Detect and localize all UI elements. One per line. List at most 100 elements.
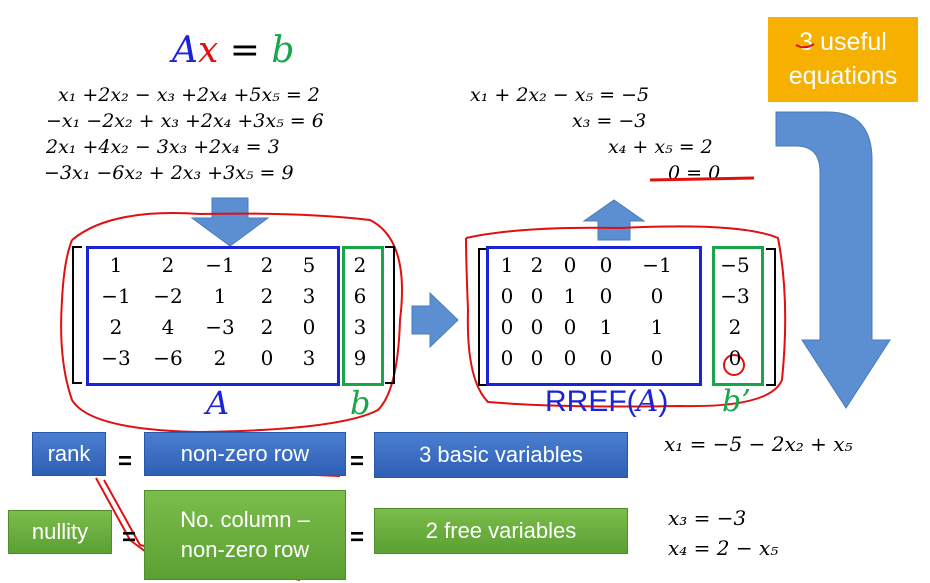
matrix-cell: −1	[642, 253, 672, 277]
matrix-cell: 1	[109, 253, 123, 277]
matrix-cell: 3	[302, 346, 316, 370]
matrix-A-row: −3 −6 2 0 3	[90, 343, 330, 374]
red-scribble-1	[95, 477, 151, 556]
matrix-cell: 2	[260, 315, 274, 339]
matrix-cell: 2	[213, 346, 227, 370]
matrix-cell: 1	[563, 284, 577, 308]
vector-bprime: −5 −3 2 0	[716, 250, 754, 374]
system-row-1: x₁ +2x₂ − x₃ +2x₄ +5x₅ = 2	[58, 84, 320, 106]
column-line-1: No. column –	[180, 507, 310, 532]
matrix-rref: 1 2 0 0 −1 0 0 1 0 0 0 0 0 1 1 0 0 0 0 0	[492, 250, 690, 374]
rref-row: 1 2 0 0 −1	[492, 250, 690, 281]
vector-cell: 6	[353, 284, 367, 308]
matrix-A-row: 1 2 −1 2 5	[90, 250, 330, 281]
matrix-cell: 0	[563, 253, 577, 277]
red-tick-useful	[795, 43, 815, 49]
title-A: A	[172, 30, 198, 71]
useful-equations-box: 3 useful equations	[768, 17, 918, 102]
matrix-cell: 2	[161, 253, 175, 277]
vector-cell: 2	[353, 253, 367, 277]
matrix-A: 1 2 −1 2 5 −1 −2 1 2 3 2 4 −3 2 0 −3 −6 …	[90, 250, 330, 374]
matrix-cell: −3	[205, 315, 235, 339]
column-line-2: non-zero row	[180, 537, 310, 562]
vector-cell: 0	[728, 346, 742, 370]
solution-x3: x₃ = −3	[668, 506, 747, 530]
vector-cell: 9	[353, 346, 367, 370]
red-loop-right	[465, 225, 787, 408]
matrix-cell: 0	[530, 284, 544, 308]
free-variables-box: 2 free variables	[374, 508, 628, 554]
rref-text: RREF(	[545, 385, 637, 418]
matrix-cell: 0	[599, 253, 613, 277]
title-equals: =	[218, 30, 272, 71]
rref-row: 0 0 0 1 1	[492, 312, 690, 343]
matrix-cell: −1	[205, 253, 235, 277]
rref-A: A	[636, 384, 659, 419]
vector-b: 2 6 3 9	[345, 250, 375, 374]
useful-line-2: equations	[788, 62, 898, 90]
matrix-cell: 0	[563, 315, 577, 339]
matrix-cell: 1	[500, 253, 514, 277]
rref-box	[486, 246, 702, 386]
matrix-right-bracket	[385, 246, 395, 384]
label-rref: RREF(A)	[545, 384, 668, 419]
matrix-cell: −2	[153, 284, 183, 308]
right-arrow	[411, 291, 459, 349]
matrix-cell: 0	[500, 346, 514, 370]
matrix-cell: −6	[153, 346, 183, 370]
matrix-cell: −3	[101, 346, 131, 370]
basic-variables-box: 3 basic variables	[374, 432, 628, 478]
vector-cell: 2	[728, 315, 742, 339]
vector-cell: −3	[720, 284, 750, 308]
matrix-cell: 0	[302, 315, 316, 339]
rref-right-bracket	[766, 248, 776, 386]
equals-sign: =	[118, 448, 133, 475]
matrix-cell: 2	[260, 253, 274, 277]
rref-row: 0 0 0 0 0	[492, 343, 690, 374]
system-row-4: −3x₁ −6x₂ + 2x₃ +3x₅ = 9	[44, 162, 294, 184]
curved-arrow	[775, 111, 891, 409]
column-minus-row-box: No. column – non-zero row	[144, 490, 346, 580]
matrix-cell: 0	[500, 284, 514, 308]
matrix-cell: 4	[161, 315, 175, 339]
vector-b-box	[342, 246, 384, 386]
equals-sign: =	[350, 448, 365, 475]
matrix-left-bracket	[72, 246, 82, 384]
rref-row: 0 0 1 0 0	[492, 281, 690, 312]
red-loop-left	[60, 212, 403, 434]
matrix-cell: 0	[650, 346, 664, 370]
matrix-cell: 1	[213, 284, 227, 308]
title-equation: Ax = b	[172, 30, 294, 71]
matrix-cell: 2	[109, 315, 123, 339]
rref-left-bracket	[478, 248, 488, 386]
equals-sign: =	[350, 524, 365, 551]
matrix-cell: 0	[500, 315, 514, 339]
vector-cell: 3	[353, 315, 367, 339]
matrix-cell: 5	[302, 253, 316, 277]
matrix-cell: 1	[650, 315, 664, 339]
matrix-cell: 0	[563, 346, 577, 370]
rref-row-2: x₃ = −3	[572, 110, 647, 132]
matrix-cell: 1	[599, 315, 613, 339]
vector-cell: −5	[720, 253, 750, 277]
up-arrow	[582, 199, 646, 241]
title-x: x	[198, 30, 219, 71]
rref-row-1: x₁ + 2x₂ − x₅ = −5	[470, 84, 650, 106]
nonzero-row-box: non-zero row	[144, 432, 346, 476]
label-bprime: b’	[722, 384, 751, 419]
matrix-cell: 2	[260, 284, 274, 308]
matrix-A-row: −1 −2 1 2 3	[90, 281, 330, 312]
matrix-cell: 2	[530, 253, 544, 277]
matrix-cell: 0	[530, 346, 544, 370]
label-A: A	[206, 384, 230, 422]
red-circle-zero	[723, 354, 745, 376]
down-arrow	[190, 197, 270, 247]
matrix-cell: 0	[599, 346, 613, 370]
matrix-cell: 0	[650, 284, 664, 308]
matrix-cell: 3	[302, 284, 316, 308]
system-row-2: −x₁ −2x₂ + x₃ +2x₄ +3x₅ = 6	[46, 110, 324, 132]
strike-line	[649, 176, 755, 182]
system-row-3: 2x₁ +4x₂ − 3x₃ +2x₄ = 3	[46, 136, 280, 158]
vector-bprime-box	[712, 246, 764, 386]
matrix-A-row: 2 4 −3 2 0	[90, 312, 330, 343]
